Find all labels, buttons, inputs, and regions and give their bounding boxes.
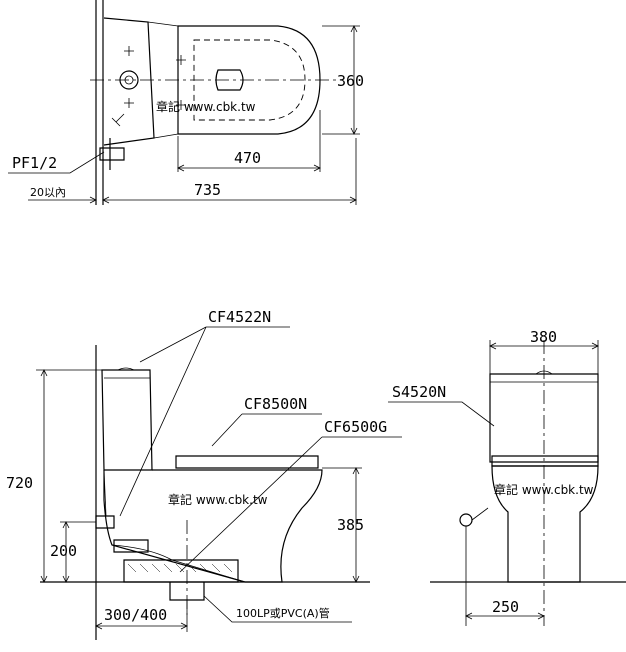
front-model-text: S4520N: [392, 383, 446, 401]
watermark-front: 章記 www.cbk.tw: [494, 482, 594, 497]
dim-inlet-height-text: 200: [50, 542, 77, 560]
front-seat-band: [491, 455, 599, 467]
tank-model-leader: [119, 326, 290, 517]
front-dim-width-text: 380: [530, 328, 557, 346]
front-dim-base-text: 250: [492, 598, 519, 616]
seat-model-text: CF8500N: [244, 395, 307, 413]
bowl-model-leader: [179, 436, 402, 573]
top-view: 360 470 735 PF1/2 20以內 章記 www.cbk.tw: [8, 0, 364, 205]
bowl-side-outline: [103, 469, 323, 583]
dim-arrows: [102, 196, 357, 204]
front-supply-valve: [459, 513, 473, 527]
seat-model-leader: [211, 413, 322, 447]
tank-top-outline: [103, 17, 155, 146]
dim-arrows: [465, 612, 545, 620]
drain-flange: [113, 539, 149, 553]
bowl-opening-outline: [193, 39, 306, 121]
dim-arrows: [489, 342, 599, 350]
dim-rough-in-text: 300/400: [104, 606, 167, 624]
pipe-label-text: PF1/2: [12, 154, 57, 172]
dim-seat-length-text: 470: [234, 149, 261, 167]
supply-line: [111, 113, 125, 127]
dim-width-text: 360: [337, 72, 364, 90]
front-bowl: [491, 465, 599, 583]
tank-lid: [104, 367, 150, 379]
wall-gap-text: 20以內: [30, 186, 66, 199]
front-model-leader: [388, 401, 495, 427]
pipe-leader: [8, 151, 105, 174]
dim-arrows: [350, 25, 358, 135]
side-supply-pipe: [103, 469, 107, 517]
dim-arrows: [177, 164, 321, 172]
watermark-side: 章記 www.cbk.tw: [168, 492, 268, 507]
dim-total-length-text: 735: [194, 181, 221, 199]
drain-base: [123, 559, 239, 583]
seat-side: [175, 455, 319, 469]
dim-arrows: [95, 622, 188, 630]
drain-label-text: 100LP或PVC(A)管: [236, 606, 330, 620]
dim-arrows: [40, 369, 48, 583]
tank-joint: [147, 21, 179, 139]
dim-arrows: [62, 521, 70, 583]
front-view: 380 250 S4520N 章記 www.cbk.tw: [388, 328, 626, 626]
front-supply-line: [465, 507, 489, 540]
dim-height-text: 720: [6, 474, 33, 492]
tank-side: [101, 369, 153, 471]
side-view: CF4522N CF8500N CF6500G 720 200 385 300/…: [6, 308, 402, 640]
tank-model-text: CF4522N: [208, 308, 271, 326]
bolt-marks: [124, 46, 186, 110]
drain-opening: [215, 69, 244, 91]
bowl-model-text: CF6500G: [324, 418, 387, 436]
dim-arrows: [352, 467, 360, 583]
dim-arrow: [89, 196, 97, 204]
drain-hatch: [127, 563, 233, 573]
dim-seat-height-text: 385: [337, 516, 364, 534]
watermark-top: 章記 www.cbk.tw: [156, 99, 256, 114]
supply-valve: [99, 138, 125, 170]
side-supply-valve: [95, 515, 115, 529]
drain-leader: [203, 595, 352, 623]
